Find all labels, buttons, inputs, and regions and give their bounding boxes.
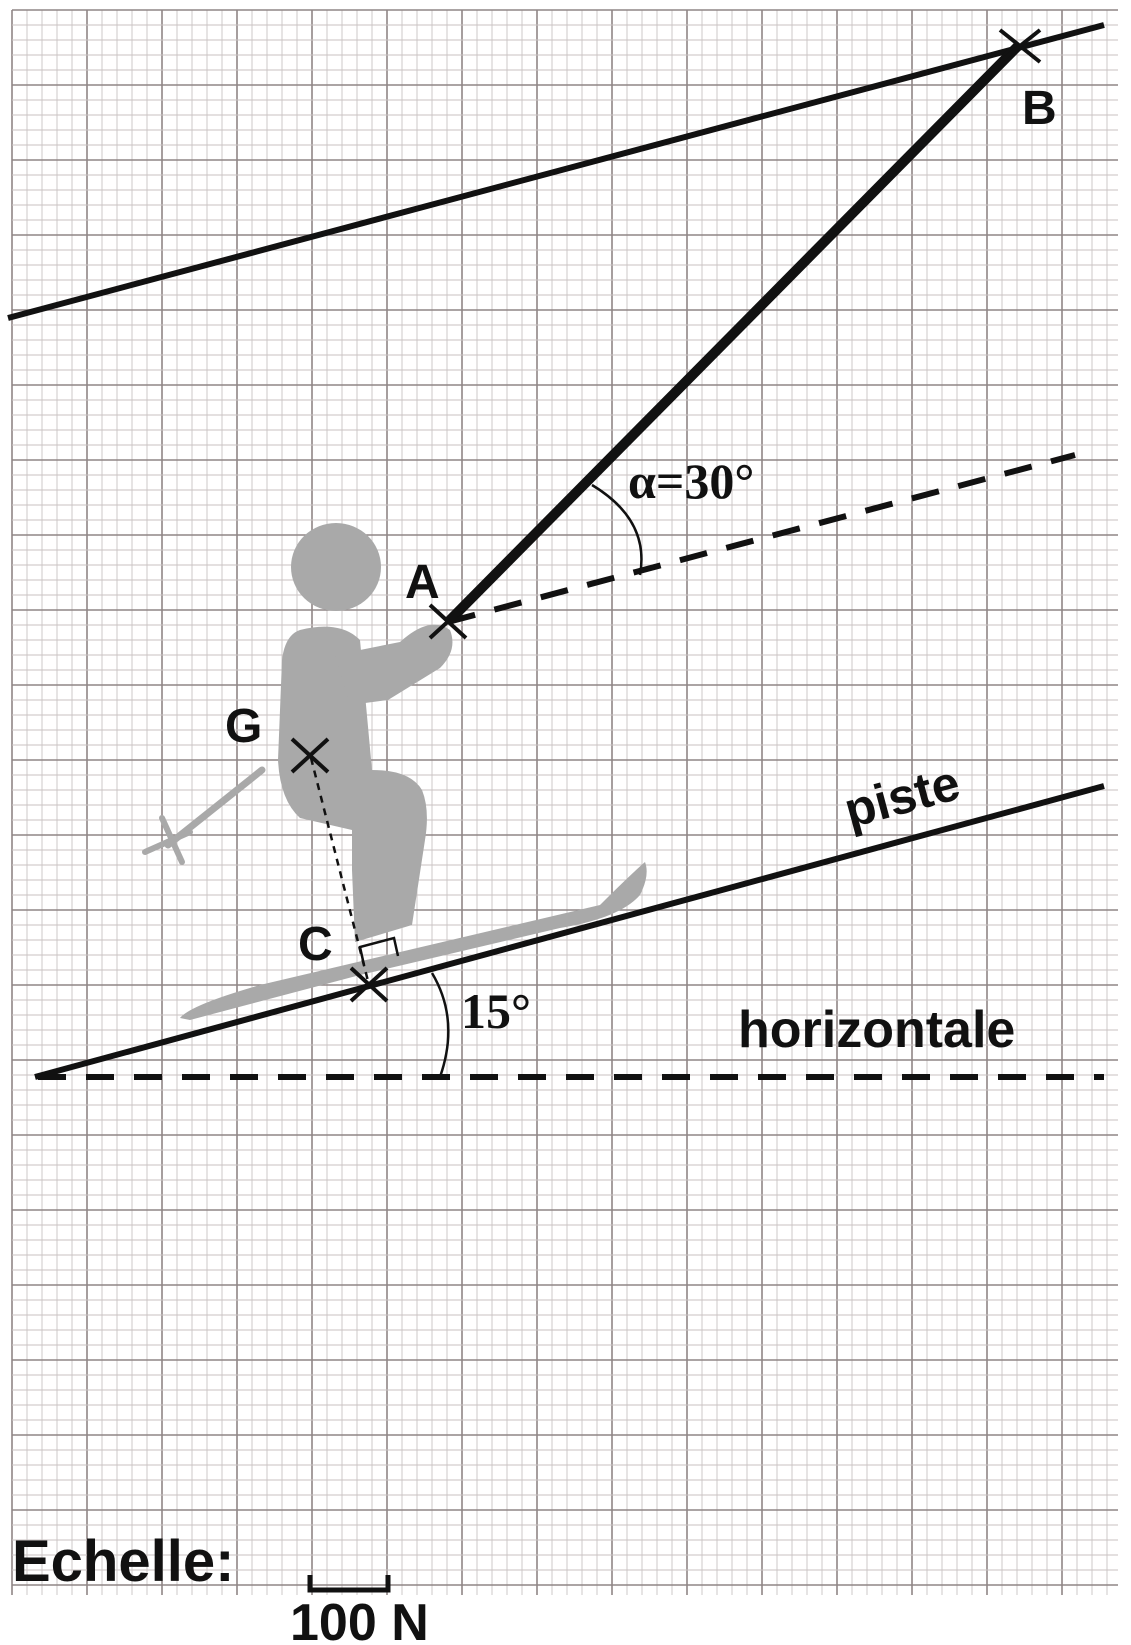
- point-g-mark: [290, 737, 330, 774]
- piste-line: [34, 783, 1105, 1080]
- point-a-mark: [428, 603, 468, 640]
- point-g-label: G: [225, 700, 262, 753]
- scale-value: 100 N: [290, 1594, 429, 1645]
- grid-paper: [11, 9, 1118, 1595]
- slope-angle-label: 15°: [461, 983, 531, 1039]
- scale-bar: [307, 1575, 391, 1593]
- scale-label: Echelle:: [12, 1529, 234, 1594]
- slope-angle-arc: [430, 972, 450, 1078]
- skier-head: [291, 523, 381, 611]
- upper-line: [7, 22, 1105, 321]
- point-b-mark: [998, 28, 1042, 64]
- skier-arm: [335, 624, 453, 705]
- skier-pole-basket: [142, 815, 193, 865]
- point-c-mark: [349, 966, 389, 1003]
- point-b-label: B: [1022, 82, 1057, 135]
- right-angle-marker: [358, 936, 400, 966]
- alpha-angle-label: α=30°: [628, 453, 754, 509]
- point-a-label: A: [405, 556, 440, 609]
- horizontale-label: horizontale: [738, 1001, 1015, 1059]
- skier-ski: [180, 862, 647, 1020]
- skier-silhouette: [142, 523, 647, 1020]
- dashed-slope-reference: [447, 452, 1076, 625]
- skier-torso: [278, 626, 427, 942]
- alpha-angle-arc: [591, 483, 643, 576]
- point-c-label: C: [298, 918, 333, 971]
- rope-ab: [444, 40, 1024, 626]
